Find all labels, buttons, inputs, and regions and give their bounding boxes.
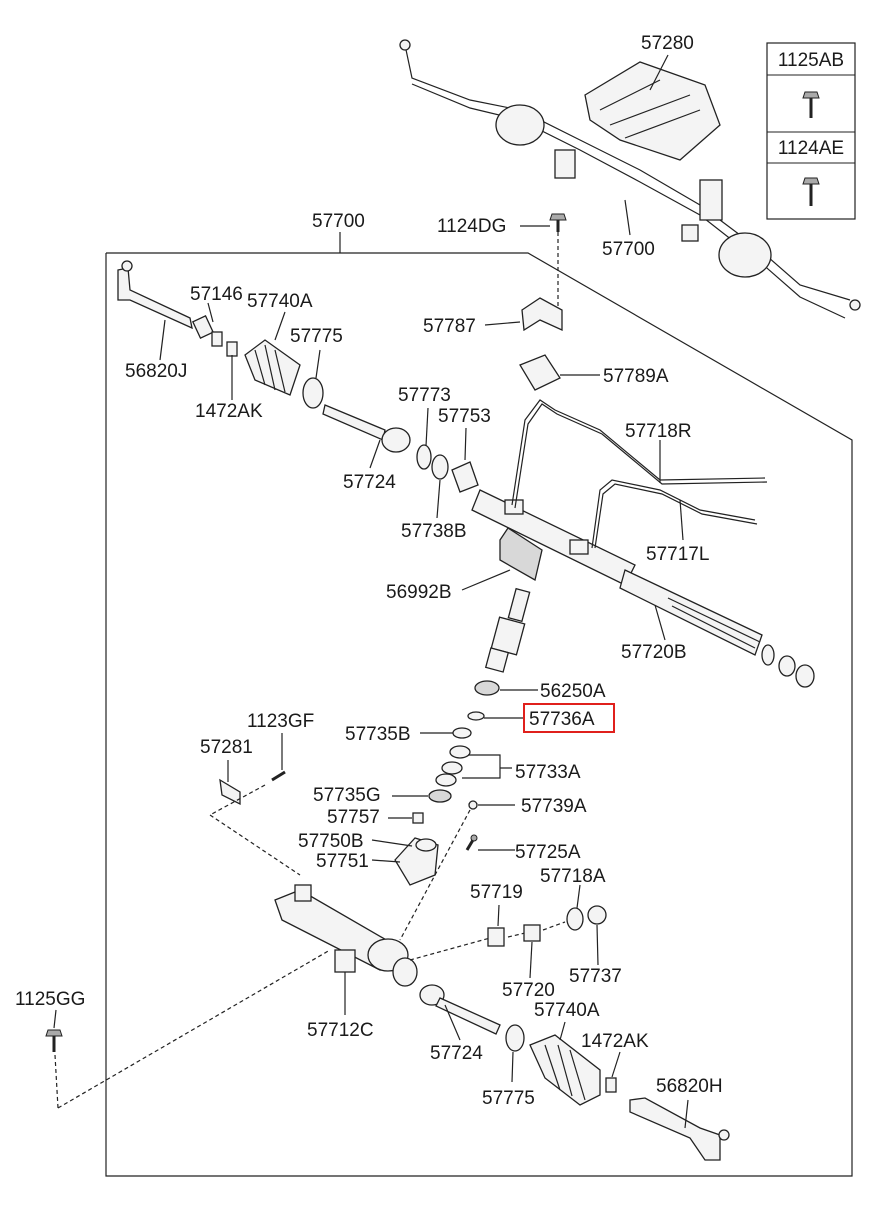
- bolt-57725A: [465, 834, 478, 851]
- bolt-1123GF: [271, 770, 286, 782]
- label-1123GF: 1123GF: [247, 711, 314, 732]
- ring-57775-right: [505, 1024, 525, 1052]
- label-57750B: 57750B: [298, 831, 364, 852]
- spring-57720: [523, 924, 541, 942]
- label-57719: 57719: [470, 882, 523, 903]
- bolt-1125GG: [45, 1029, 63, 1052]
- fastener-legend: 1125AB 1124AE: [766, 42, 856, 220]
- ring-57718A: [566, 907, 584, 931]
- tie-rod-end-right: [629, 1097, 730, 1161]
- label-57735B: 57735B: [345, 724, 411, 745]
- highlight-box: [523, 703, 615, 733]
- label-57773: 57773: [398, 385, 451, 406]
- rack-housing: [471, 489, 763, 656]
- label-57753: 57753: [438, 406, 491, 427]
- ring-57735B: [452, 727, 472, 739]
- bushing-57753: [451, 461, 479, 493]
- label-1472AK-right: 1472AK: [581, 1031, 649, 1052]
- seal-56250A: [474, 680, 500, 696]
- label-57733A: 57733A: [515, 762, 581, 783]
- label-56820J: 56820J: [125, 361, 187, 382]
- assembly-frame: [105, 252, 853, 1177]
- ring-57775-left: [302, 377, 324, 409]
- bracket-57787: [521, 297, 563, 332]
- clamp-1472AK-right: [605, 1077, 617, 1093]
- pinion-valve: [484, 587, 531, 673]
- cap-57737: [587, 905, 607, 925]
- label-57740A-right: 57740A: [534, 1000, 600, 1021]
- label-57712C: 57712C: [307, 1020, 374, 1041]
- label-1125GG: 1125GG: [15, 989, 85, 1010]
- tie-rod-end-left: [117, 260, 238, 357]
- label-57720: 57720: [502, 980, 555, 1001]
- label-57700: 57700: [312, 211, 365, 232]
- inner-tie-rod-right: [419, 984, 501, 1035]
- label-57724-left: 57724: [343, 472, 396, 493]
- label-57720B: 57720B: [621, 642, 687, 663]
- label-57738B: 57738B: [401, 521, 467, 542]
- leader-57700: [624, 199, 631, 236]
- bushing-57789A: [519, 354, 561, 391]
- label-56992B: 56992B: [386, 582, 452, 603]
- label-57735G: 57735G: [313, 785, 381, 806]
- label-57717L: 57717L: [646, 544, 709, 565]
- ring-57736A: [467, 711, 485, 721]
- legend-1124AE: 1124AE: [778, 138, 844, 159]
- label-57757: 57757: [327, 807, 380, 828]
- leader-57280: [649, 54, 669, 91]
- label-57724-right: 57724: [430, 1043, 483, 1064]
- label-57751: 57751: [316, 851, 369, 872]
- label-57736A: 57736A: [529, 709, 595, 730]
- boot-right: [529, 1034, 601, 1106]
- screw-icon: [802, 177, 820, 206]
- ring-57773: [416, 444, 432, 470]
- legend-1125AB: 1125AB: [778, 50, 844, 71]
- label-57700-overview: 57700: [602, 239, 655, 260]
- label-57787: 57787: [423, 316, 476, 337]
- label-57718A: 57718A: [540, 866, 606, 887]
- inner-tie-rod-left: [322, 404, 411, 453]
- label-57775-left: 57775: [290, 326, 343, 347]
- steering-gear-overview: [399, 39, 861, 319]
- label-57281: 57281: [200, 737, 253, 758]
- label-57739A: 57739A: [521, 796, 587, 817]
- label-56820H: 56820H: [656, 1076, 723, 1097]
- label-57280: 57280: [641, 33, 694, 54]
- label-56250A: 56250A: [540, 681, 606, 702]
- bolt-1124DG: [549, 213, 567, 232]
- label-57737: 57737: [569, 966, 622, 987]
- bracket-57281: [219, 778, 241, 806]
- label-57775-right: 57775: [482, 1088, 535, 1109]
- seal-57738B: [431, 454, 449, 480]
- plug-57757: [412, 812, 424, 824]
- yoke-57750B: [394, 837, 439, 886]
- ring-57735G: [428, 789, 452, 803]
- label-57718R: 57718R: [625, 421, 692, 442]
- label-57146: 57146: [190, 284, 243, 305]
- bolt-icon: [802, 91, 820, 118]
- label-1124DG: 1124DG: [437, 216, 506, 237]
- label-57740A-left: 57740A: [247, 291, 313, 312]
- label-1472AK-left: 1472AK: [195, 401, 263, 422]
- label-57789A: 57789A: [603, 366, 669, 387]
- pad-56992B: [499, 527, 543, 581]
- label-57725A: 57725A: [515, 842, 581, 863]
- plug-57719: [487, 927, 505, 947]
- gear-housing: [274, 884, 418, 987]
- boot-left: [244, 339, 301, 396]
